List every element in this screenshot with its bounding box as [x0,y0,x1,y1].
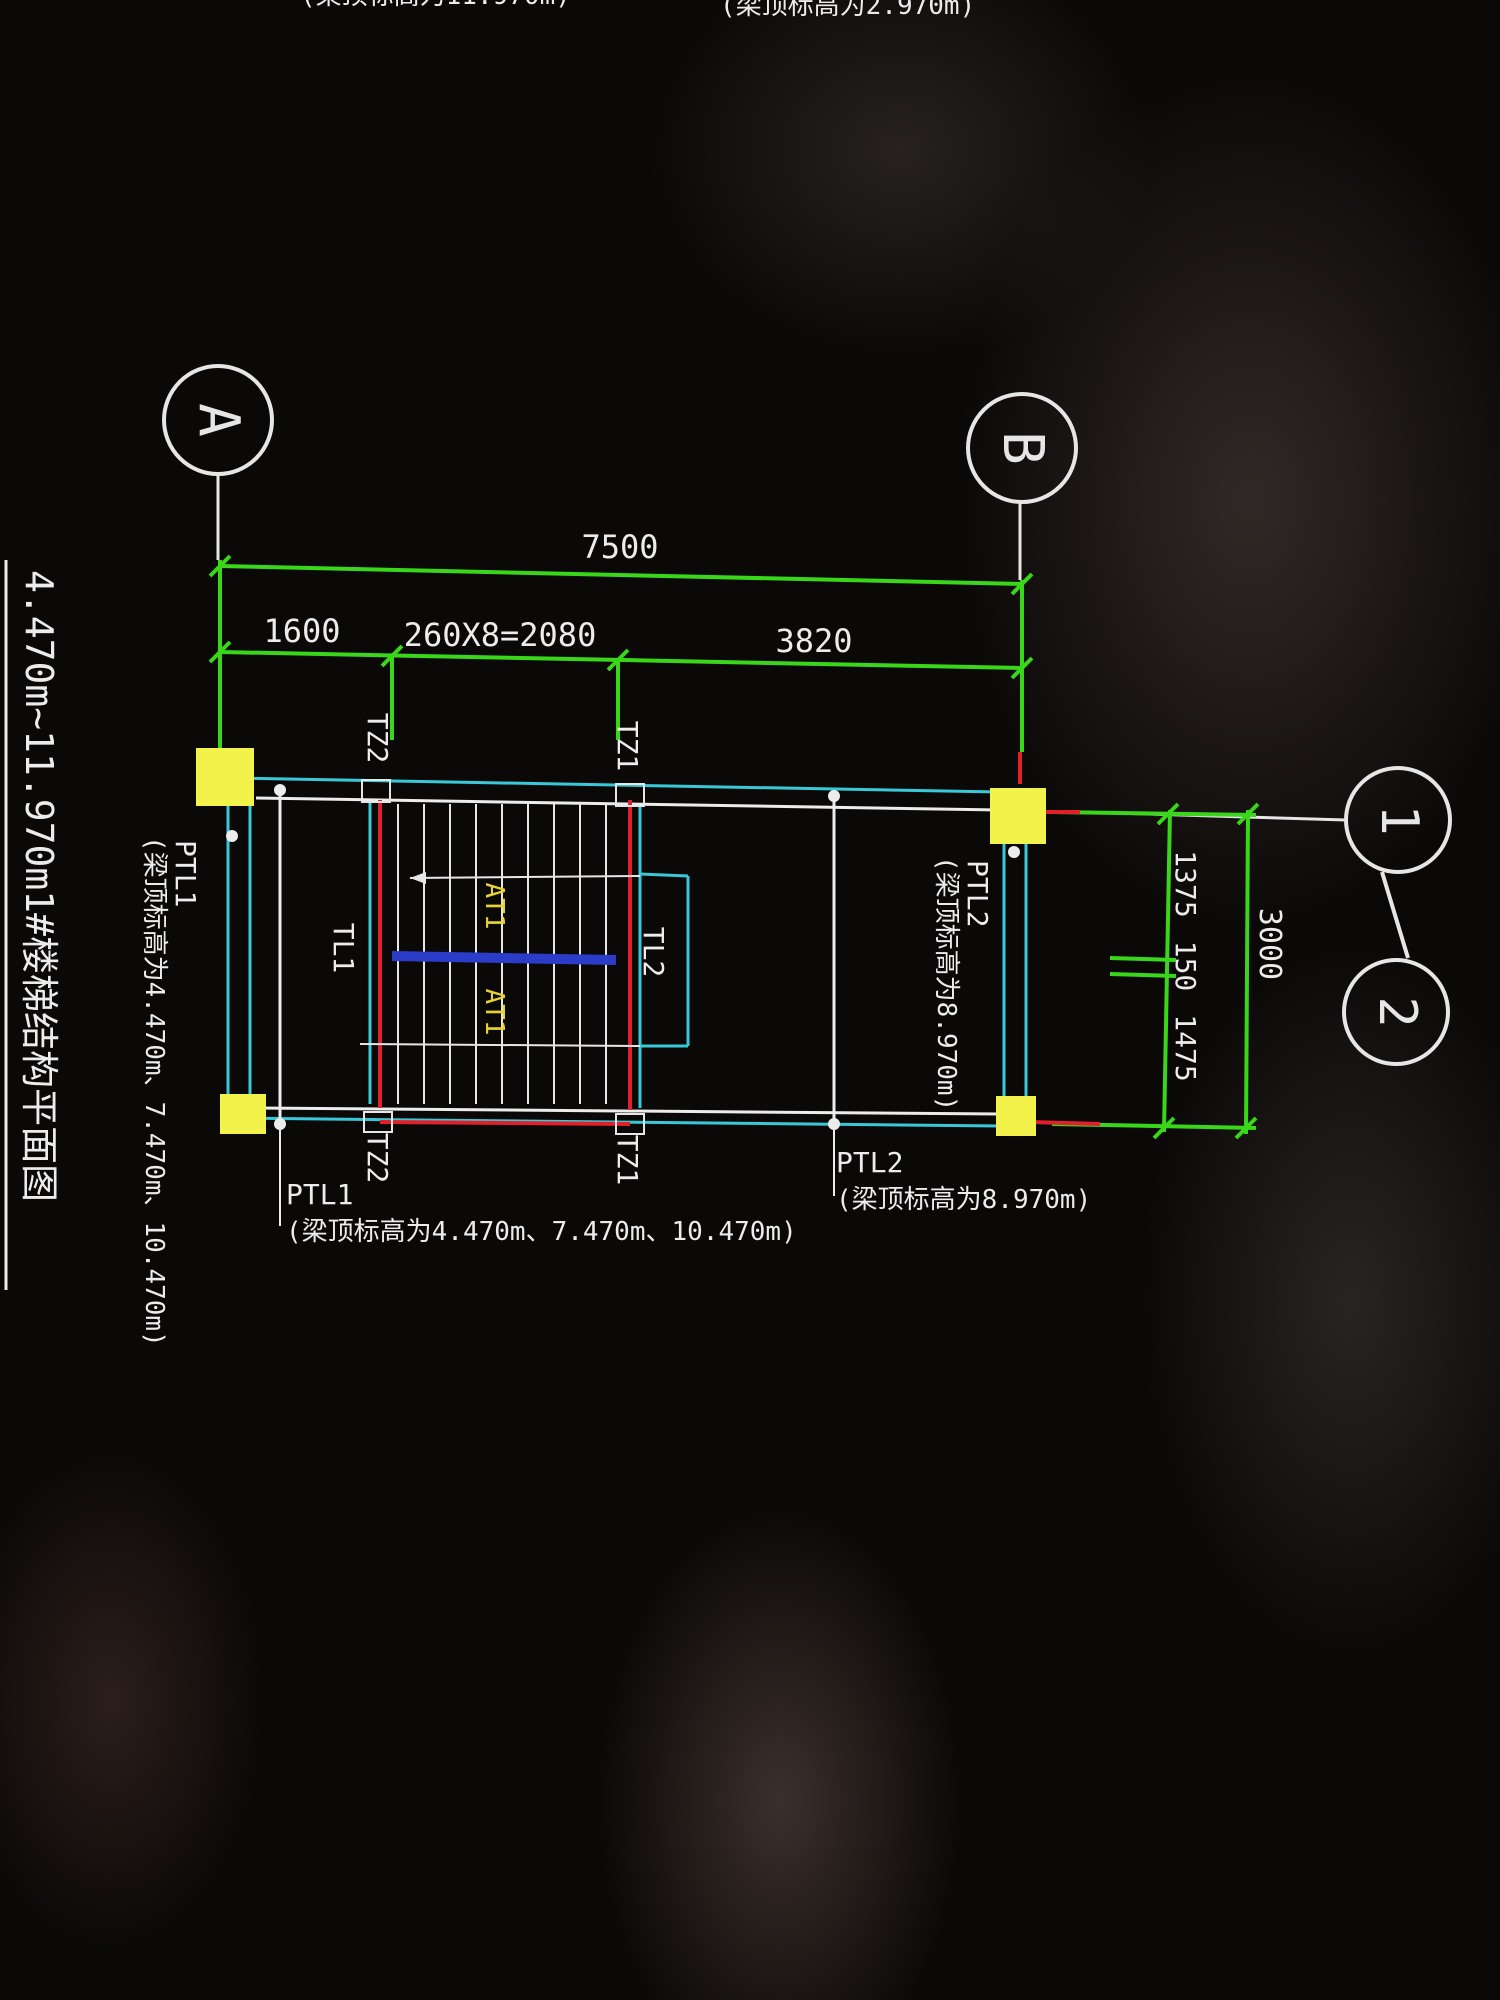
ptl2-right-name: PTL2 [961,860,994,927]
label-at1-lower: AT1 [479,989,509,1036]
dim-seg1: 1600 [263,612,340,650]
label-tz2-top: TZ2 [361,713,394,764]
label-tl2: TL2 [637,927,670,978]
ladder-posts [361,779,645,1135]
axis-2-bubble [1342,958,1450,1066]
label-tz1-bottom: TZ1 [611,1135,644,1186]
label-at1-upper: AT1 [479,883,509,930]
dimension-lines [218,560,1257,1135]
axis-b-bubble [966,392,1078,504]
ptl2-bottom-node [828,1118,840,1130]
ptl2-bottom-name: PTL2 [836,1146,903,1179]
column-b1 [990,788,1046,844]
arrow-head-icon [410,872,426,884]
dim-seg2: 260X8=2080 [404,616,597,654]
top-label-right: (梁顶标高为2.970m) [720,0,975,21]
ptl1-left-note: (梁顶标高为4.470m、7.470m、10.470m) [139,836,169,1347]
ptl2-right-note: (梁顶标高为8.970m) [931,856,961,1111]
ptl1-bottom-node [274,1118,286,1130]
stair-divider [391,951,617,965]
ptl1-bottom-note: (梁顶标高为4.470m、7.470m、10.470m) [286,1217,797,1247]
dim-width-total: 3000 [1252,908,1287,980]
ptl2-top-node [828,790,840,802]
dim-w1: 1375 [1169,850,1202,917]
drawing-title: 4.470m~11.970m1#楼梯结构平面图 [17,570,61,1202]
dim-seg3: 3820 [775,622,852,660]
ptl1-left-name: PTL1 [169,840,202,907]
top-label-left: (梁顶标高为11.970m) [300,0,571,11]
stair-arrow-lower [359,1043,641,1047]
column-a2 [220,1094,266,1134]
label-tl1: TL1 [327,923,360,974]
ptl1-bottom-name: PTL1 [286,1178,353,1211]
ptl1-top-node [274,784,286,796]
dimension-ticks [208,554,1260,1140]
ptl1-left-node [226,830,238,842]
ptl2-right-node [1008,846,1020,858]
dim-w3: 1475 [1169,1014,1202,1081]
column-a1 [196,748,254,806]
dim-w2: 150 [1169,941,1202,992]
label-tz1-top: TZ1 [611,721,644,772]
ptl2-bottom-note: (梁顶标高为8.970m) [836,1185,1091,1215]
column-b2 [996,1096,1036,1136]
dim-overall: 7500 [581,528,658,566]
axis-a-label: A [186,403,251,437]
axis-b-label: B [990,431,1055,465]
axis-1-2-link [1380,871,1410,959]
label-tz2-bottom: TZ2 [361,1133,394,1184]
axis-1-label: 1 [1369,804,1429,835]
axis-2-label: 2 [1367,996,1427,1027]
stair-arrow-upper [409,875,641,879]
